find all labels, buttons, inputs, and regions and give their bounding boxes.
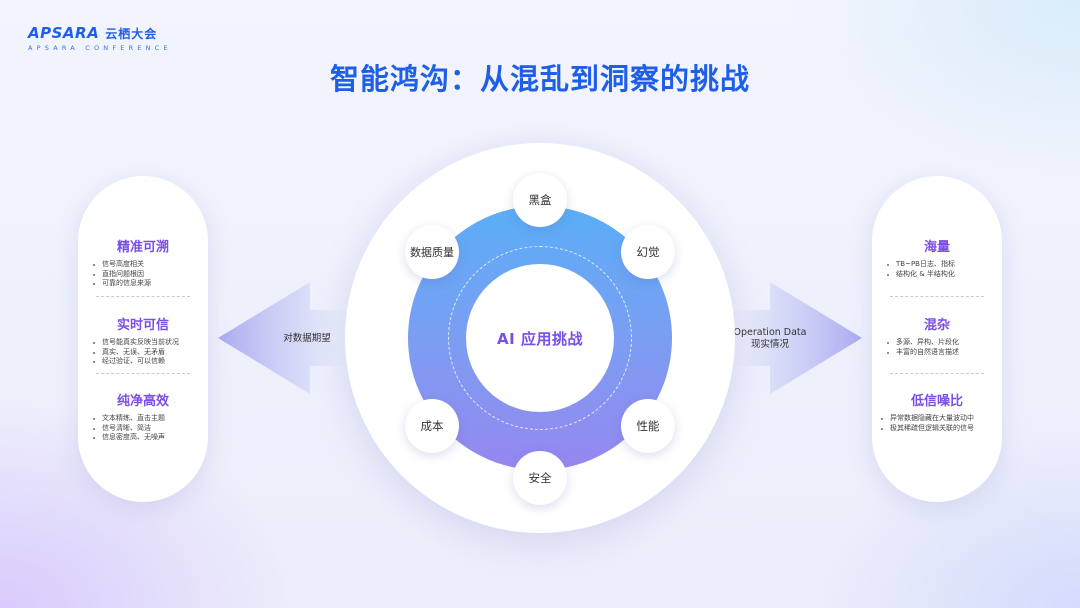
- left-panel-expectations: 精准可溯 信号高度相关 直指问题根因 可靠的信息来源 实时可信 信号能真实反映当…: [78, 176, 208, 502]
- list-item: 信号能真实反映当前状况: [92, 338, 208, 348]
- left-section-2: 实时可信 信号能真实反映当前状况 真实、无误、无矛盾 经过验证、可以信赖: [78, 314, 208, 367]
- list-item: 结构化 & 半结构化: [886, 270, 1002, 280]
- list-item: 经过验证、可以信赖: [92, 357, 208, 367]
- apsara-logo: APSARA 云栖大会 APSARA CONFERENCE: [28, 24, 172, 52]
- left-section-1-title: 精准可溯: [116, 240, 169, 255]
- list-item: 文本精练、直击主题: [92, 414, 208, 424]
- logo-subtitle: APSARA CONFERENCE: [28, 44, 172, 52]
- right-section-3: 低信噪比 异常数据隐藏在大量波动中 极其稀疏但逻辑关联的信号: [872, 390, 1002, 433]
- list-item: 信号高度相关: [92, 260, 208, 270]
- right-panel-reality: 海量 TB~PB日志、指标 结构化 & 半结构化 混杂 多源、异构、片段化 丰富…: [872, 176, 1002, 502]
- left-section-3-title: 纯净高效: [116, 394, 169, 409]
- list-item: 异常数据隐藏在大量波动中: [880, 414, 1002, 424]
- divider: [96, 373, 190, 374]
- divider: [890, 296, 984, 297]
- left-section-1: 精准可溯 信号高度相关 直指问题根因 可靠的信息来源: [78, 236, 208, 289]
- list-item: 信息密度高、无噪声: [92, 433, 208, 443]
- list-item: 真实、无误、无矛盾: [92, 348, 208, 358]
- right-section-1: 海量 TB~PB日志、指标 结构化 & 半结构化: [872, 236, 1002, 279]
- node-data-quality: 数据质量: [405, 225, 459, 279]
- list-item: 极其稀疏但逻辑关联的信号: [880, 424, 1002, 434]
- list-item: 信号清晰、简洁: [92, 424, 208, 434]
- node-hallucination: 幻觉: [621, 225, 675, 279]
- right-section-1-title: 海量: [923, 240, 950, 255]
- list-item: 多源、异构、片段化: [886, 338, 1002, 348]
- logo-brand-cn: 云栖大会: [105, 26, 158, 41]
- left-arrow-label: 对数据期望: [283, 333, 331, 344]
- right-section-2: 混杂 多源、异构、片段化 丰富的自然语言描述: [872, 314, 1002, 357]
- right-section-2-title: 混杂: [923, 318, 950, 333]
- list-item: 可靠的信息来源: [92, 279, 208, 289]
- page-title: 智能鸿沟：从混乱到洞察的挑战: [329, 62, 750, 96]
- node-performance: 性能: [621, 399, 675, 453]
- right-section-3-title: 低信噪比: [910, 394, 963, 409]
- left-section-3: 纯净高效 文本精练、直击主题 信号清晰、简洁 信息密度高、无噪声: [78, 390, 208, 443]
- divider: [96, 296, 190, 297]
- hub-center: AI 应用挑战: [466, 264, 614, 412]
- left-arrow: [218, 282, 378, 394]
- right-arrow-label-line1: Operation Data: [733, 327, 807, 338]
- logo-brand: APSARA: [28, 24, 100, 42]
- list-item: TB~PB日志、指标: [886, 260, 1002, 270]
- right-arrow-label: Operation Data 现实情况: [718, 327, 822, 351]
- list-item: 丰富的自然语言描述: [886, 348, 1002, 358]
- divider: [890, 373, 984, 374]
- left-section-2-title: 实时可信: [116, 318, 169, 333]
- node-security: 安全: [513, 451, 567, 505]
- node-black-box: 黑盒: [513, 173, 567, 227]
- hub-dashed-ring: [448, 246, 632, 430]
- list-item: 直指问题根因: [92, 270, 208, 280]
- node-cost: 成本: [405, 399, 459, 453]
- right-arrow-label-line2: 现实情况: [750, 339, 789, 350]
- hub-center-label: AI 应用挑战: [497, 329, 583, 348]
- right-arrow: [702, 282, 862, 394]
